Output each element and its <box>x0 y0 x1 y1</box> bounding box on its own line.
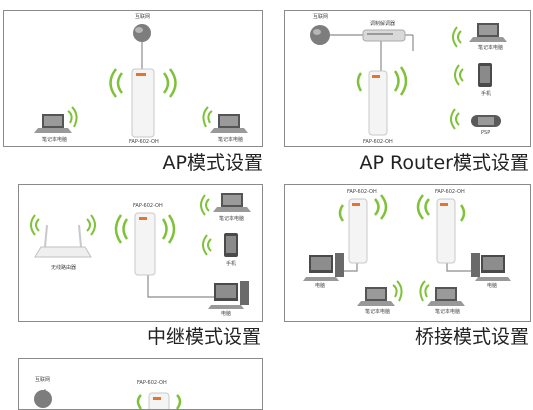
access-point-device-left <box>348 198 368 264</box>
internet-globe-icon <box>34 390 52 408</box>
ap-router-mode-diagram <box>310 23 507 136</box>
laptop-icon <box>469 23 507 42</box>
wifi-waves-laptop-right-icon <box>202 106 213 128</box>
access-point-device-right <box>436 198 456 264</box>
laptop-right-icon <box>427 287 465 306</box>
laptop-label: 笔记本电脑 <box>478 45 504 51</box>
repeater-mode-caption: 中继模式设置 <box>146 326 261 348</box>
wifi-waves-right-icon <box>162 68 177 98</box>
laptop-left-label: 笔记本电脑 <box>365 309 391 315</box>
access-point-device <box>134 212 156 276</box>
desktop-pc-right-icon <box>471 253 511 281</box>
router-label: 无线路由器 <box>51 265 77 271</box>
device-label: FAP-602-OH <box>137 380 167 386</box>
access-point-device <box>368 70 388 136</box>
laptop-left-label: 笔记本电脑 <box>42 137 68 143</box>
bridge-mode-panel: FAP-602-OH FAP-602-OH 电脑 电脑 笔记本电脑 笔记本电脑 <box>284 184 531 322</box>
phone-label: 手机 <box>481 91 492 97</box>
ap-mode-caption: AP模式设置 <box>162 152 263 174</box>
repeater-mode-diagram <box>30 193 251 309</box>
internet-label: 互联网 <box>35 377 51 383</box>
repeater-mode-panel: 无线路由器 FAP-602-OH 笔记本电脑 手机 电脑 <box>18 184 263 322</box>
phone-label: 手机 <box>226 261 237 267</box>
device-label: FAP-602-OH <box>133 203 163 209</box>
ap-router-mode-panel: 互联网 调制解调器 FAP-602-OH 笔记本电脑 手机 PSP <box>284 10 531 147</box>
access-point-device <box>148 392 170 409</box>
wifi-waves-devices-icon <box>450 26 464 130</box>
internet-label: 互联网 <box>313 14 329 20</box>
wifi-waves-bridge-icon <box>338 194 466 222</box>
wifi-waves-devices-icon <box>200 194 212 256</box>
psp-icon <box>471 115 501 127</box>
modem-label: 调制解调器 <box>370 21 396 27</box>
laptop-right-label: 笔记本电脑 <box>218 137 244 143</box>
wifi-waves-laptops-icon <box>392 280 430 302</box>
device-label: FAP-602-OH <box>363 139 393 145</box>
internet-globe-icon <box>310 25 330 45</box>
fifth-mode-panel: 互联网 FAP-602-OH <box>18 358 263 410</box>
modem-icon <box>362 29 406 42</box>
laptop-left-icon <box>357 287 395 306</box>
desktop-pc-left-icon <box>303 253 344 281</box>
bridge-mode-caption: 桥接模式设置 <box>414 326 529 348</box>
psp-label: PSP <box>481 130 491 136</box>
device-right-label: FAP-602-OH <box>435 189 465 195</box>
wireless-router-icon <box>34 224 92 258</box>
wifi-waves-left-icon <box>109 68 124 98</box>
device-left-label: FAP-602-OH <box>347 189 377 195</box>
pc-left-label: 电脑 <box>315 283 326 289</box>
laptop-icon <box>213 193 251 212</box>
pc-right-label: 电脑 <box>487 283 498 289</box>
phone-icon <box>478 63 492 87</box>
laptop-right-icon <box>210 114 248 133</box>
wifi-waves-router-icon <box>30 214 96 236</box>
desktop-pc-icon <box>208 281 249 309</box>
laptop-label: 笔记本电脑 <box>219 216 245 222</box>
pc-label: 电脑 <box>221 311 232 317</box>
internet-globe-icon <box>133 24 151 42</box>
ap-mode-diagram <box>34 24 248 138</box>
phone-icon <box>224 233 238 257</box>
ap-mode-panel: 互联网 FAP-602-OH 笔记本电脑 笔记本电脑 <box>3 10 263 147</box>
wifi-waves-ap-icon <box>114 214 176 244</box>
ap-router-mode-caption: AP Router模式设置 <box>359 152 529 174</box>
bridge-mode-diagram <box>303 194 511 306</box>
access-point-device <box>131 68 155 138</box>
wifi-waves-ap-icon <box>356 66 408 96</box>
wifi-waves-laptop-left-icon <box>67 106 78 128</box>
device-label: FAP-602-OH <box>129 139 159 145</box>
laptop-left-icon <box>34 114 72 133</box>
laptop-right-label: 笔记本电脑 <box>435 309 461 315</box>
internet-label: 互联网 <box>135 14 151 20</box>
